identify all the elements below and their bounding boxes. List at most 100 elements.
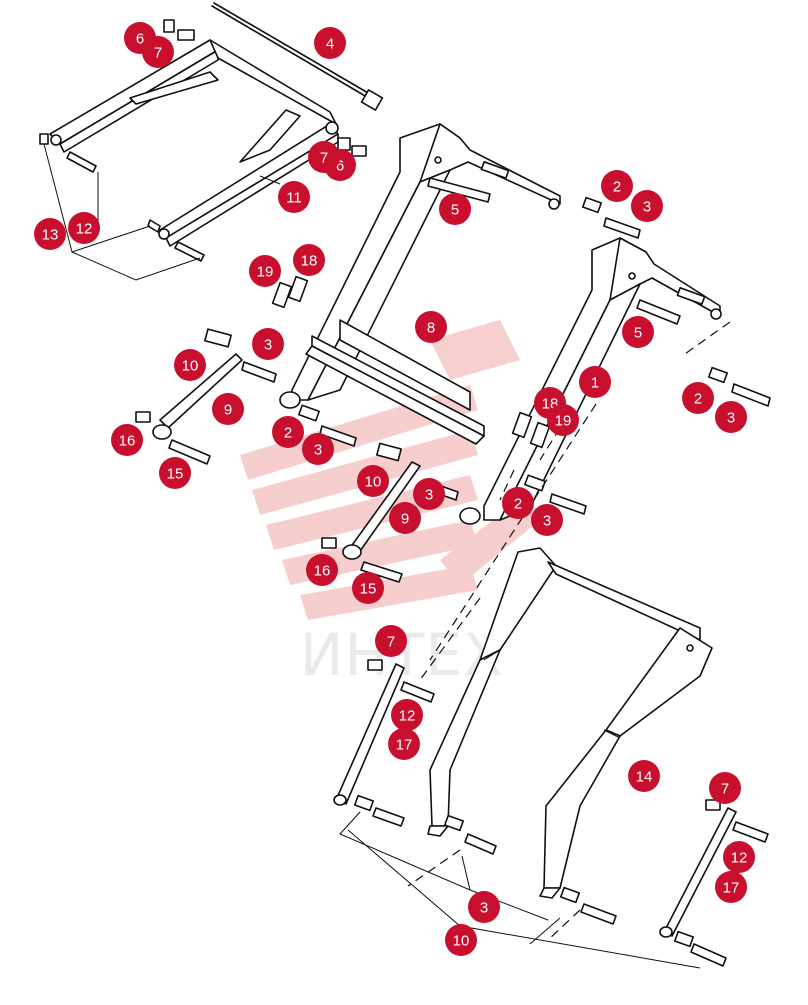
- callout-badge: [628, 760, 660, 792]
- callout-12: 12: [68, 212, 100, 244]
- callout-2: 2: [682, 382, 714, 414]
- callout-11: 11: [278, 181, 310, 213]
- callout-9: 9: [389, 502, 421, 534]
- callout-badge: [278, 181, 310, 213]
- callout-2: 2: [601, 170, 633, 202]
- callout-3: 3: [252, 328, 284, 360]
- callout-number: 19: [257, 264, 274, 281]
- callout-3: 3: [302, 433, 334, 465]
- callout-9: 9: [212, 393, 244, 425]
- callout-17: 17: [388, 728, 420, 760]
- callout-badge: [415, 311, 447, 343]
- callout-number: 2: [613, 179, 621, 196]
- callout-number: 6: [336, 158, 344, 175]
- callout-7: 7: [142, 36, 174, 68]
- callout-number: 16: [314, 563, 331, 580]
- callout-badge: [249, 255, 281, 287]
- callout-badge: [302, 433, 334, 465]
- callout-badge: [445, 924, 477, 956]
- callout-badge: [579, 366, 611, 398]
- callout-number: 15: [360, 581, 377, 598]
- callout-badge: [413, 478, 445, 510]
- callout-16: 16: [111, 424, 143, 456]
- callout-17: 17: [715, 871, 747, 903]
- callout-3: 3: [531, 504, 563, 536]
- part-1-main-frame: [279, 123, 722, 525]
- callout-badge: [293, 244, 325, 276]
- callout-number: 11: [286, 190, 302, 207]
- callout-number: 12: [76, 221, 93, 238]
- callout-15: 15: [352, 572, 384, 604]
- callout-number: 10: [453, 933, 470, 950]
- callout-1: 1: [579, 366, 611, 398]
- callout-number: 17: [396, 737, 413, 754]
- callout-16: 16: [306, 554, 338, 586]
- callout-number: 12: [731, 850, 748, 867]
- callout-number: 13: [42, 227, 59, 244]
- callout-number: 19: [555, 413, 572, 430]
- callout-19: 19: [547, 404, 579, 436]
- callout-number: 14: [636, 769, 653, 786]
- callout-7: 7: [375, 625, 407, 657]
- callout-badge: [709, 772, 741, 804]
- callout-7: 7: [308, 141, 340, 173]
- callout-badge: [352, 572, 384, 604]
- callout-number: 6: [136, 31, 144, 48]
- callout-2: 2: [502, 487, 534, 519]
- callout-badge: [308, 141, 340, 173]
- callout-badge: [142, 36, 174, 68]
- callout-3: 3: [631, 190, 663, 222]
- callout-badge: [252, 328, 284, 360]
- callout-number: 15: [167, 466, 184, 483]
- callout-2: 2: [272, 416, 304, 448]
- callout-number: 2: [694, 391, 702, 408]
- callout-badge: [111, 424, 143, 456]
- callout-10: 10: [445, 924, 477, 956]
- callout-number: 3: [727, 410, 735, 427]
- callout-badge: [468, 891, 500, 923]
- callout-5: 5: [439, 193, 471, 225]
- part-14-lower-frame: [427, 547, 713, 899]
- callout-number: 8: [427, 320, 435, 337]
- callout-badge: [174, 349, 206, 381]
- callout-number: 5: [451, 202, 459, 219]
- callout-number: 3: [314, 442, 322, 459]
- callout-badge: [272, 416, 304, 448]
- callout-badge: [622, 316, 654, 348]
- callout-14: 14: [628, 760, 660, 792]
- callout-number: 4: [326, 36, 334, 53]
- callout-number: 16: [119, 433, 136, 450]
- callout-number: 7: [154, 45, 162, 62]
- callout-number: 3: [425, 487, 433, 504]
- callout-number: 7: [320, 150, 328, 167]
- callout-number: 2: [514, 496, 522, 513]
- callout-number: 5: [634, 325, 642, 342]
- callout-number: 9: [224, 402, 232, 419]
- callout-badge: [439, 193, 471, 225]
- callout-badge: [68, 212, 100, 244]
- callout-10: 10: [357, 465, 389, 497]
- callout-3: 3: [413, 478, 445, 510]
- callout-badge: [159, 457, 191, 489]
- callout-number: 18: [301, 253, 318, 270]
- callout-number: 2: [284, 425, 292, 442]
- callout-badge: [391, 699, 423, 731]
- callout-13: 13: [34, 218, 66, 250]
- callout-number: 3: [480, 900, 488, 917]
- callout-19: 19: [249, 255, 281, 287]
- callout-badge: [715, 401, 747, 433]
- callout-7: 7: [709, 772, 741, 804]
- callout-badge: [723, 841, 755, 873]
- pins-upper: [135, 177, 771, 583]
- callout-8: 8: [415, 311, 447, 343]
- callout-badge: [314, 27, 346, 59]
- part-11-frame: [39, 2, 384, 281]
- callout-badge: [357, 465, 389, 497]
- callout-4: 4: [314, 27, 346, 59]
- callout-5: 5: [622, 316, 654, 348]
- callout-badge: [212, 393, 244, 425]
- callout-number: 7: [387, 634, 395, 651]
- callout-badge: [34, 218, 66, 250]
